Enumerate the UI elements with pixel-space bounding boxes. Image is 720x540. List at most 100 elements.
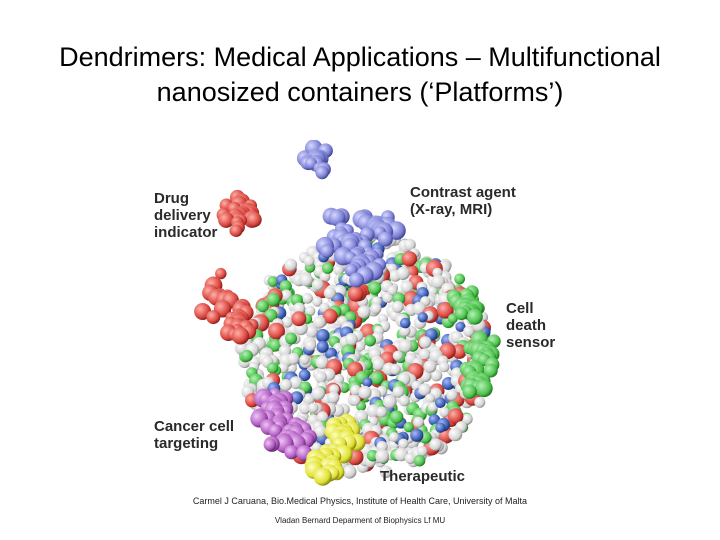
core-atom [398,438,409,449]
branch-atom [230,224,243,237]
core-atom [241,349,253,362]
core-atom [401,251,418,267]
core-atom [304,305,316,317]
label-therapeutic: Therapeutic [380,468,466,485]
core-atom [311,386,326,401]
cancer-targeting-cluster [250,388,317,462]
core-atom [291,311,307,327]
core-atom [463,325,475,337]
core-atom [417,312,428,323]
core-atom [342,464,357,479]
core-atom [370,302,382,315]
core-atom [313,316,326,329]
contrast-agent-cluster [296,140,406,288]
cell-death-sensor-cluster [446,285,501,399]
core-atom [349,395,361,406]
branch-atom [315,165,329,180]
core-atom [298,402,311,415]
branch-atom [231,327,250,345]
core-atom [389,410,404,424]
core-atom [455,321,466,332]
core-atom [430,369,443,382]
core-atom [447,313,458,324]
core-atom [413,454,426,467]
core-atom [284,258,298,272]
core-atom [305,325,318,338]
core-atom [347,285,364,302]
branch-atom [246,212,262,228]
core-atom [279,280,292,293]
label-cell-death-sensor: Cell death sensor [506,300,556,351]
core-atom [372,357,385,371]
branch-atom [349,272,364,288]
core-atom [423,360,437,373]
core-atom [392,386,405,398]
core-atom [370,371,384,385]
core-atom [366,449,379,462]
core-atom [256,300,269,313]
core-atom [290,391,304,405]
core-atom [396,266,410,280]
core-atom [344,333,358,346]
core-atom [314,371,327,384]
core-atom [399,325,411,337]
core-atom [266,362,279,374]
core-atom [362,377,373,388]
core-atom [461,413,473,425]
core-atom [419,336,432,349]
branch-atom [462,384,477,399]
branch-atom [483,363,498,378]
core-atom [302,292,313,304]
core-atom [358,385,372,399]
dendrimer-branches [194,140,501,486]
branch-atom [313,467,332,486]
core-atom [439,342,456,360]
core-atom [298,369,311,382]
core-atom [364,334,376,347]
core-atom [387,285,398,296]
core-atom [398,339,413,353]
core-atom [279,379,292,391]
core-atom [312,296,323,307]
core-atom [403,421,414,433]
core-atom [299,273,313,287]
core-atom [316,340,329,353]
branch-atom [320,244,334,258]
core-atom [403,238,416,251]
core-atom [451,344,467,359]
core-atom [267,276,279,287]
drug-delivery-cluster [194,189,262,345]
therapeutic-cluster [304,413,366,486]
core-atom [439,407,450,418]
core-atom [268,322,285,340]
core-atom [435,397,446,409]
core-atom [293,302,306,315]
branch-atom [377,231,393,247]
core-atom [418,383,432,396]
core-atom [376,406,388,418]
label-contrast-agent: Contrast agent (X-ray, MRI) [410,184,516,218]
branch-atom [263,438,277,452]
core-atom [303,255,315,267]
core-atom [305,339,317,351]
core-atom [413,416,424,428]
core-atom [322,262,334,274]
core-atom [289,376,303,390]
core-atom [316,411,329,423]
core-atom [327,391,340,404]
dendrimer-figure: Drug delivery indicator Contrast agent (… [148,140,568,490]
branch-atom [284,445,299,460]
core-atom [322,308,338,324]
core-atom [389,363,401,375]
core-atom [299,354,310,365]
branch-atom [475,379,493,398]
branch-atom [268,424,283,438]
core-atom [354,341,366,352]
branch-atom [215,267,227,280]
core-atom [314,425,327,438]
core-atom [435,422,446,433]
core-atom [302,393,315,406]
core-atom [333,265,344,276]
branch-atom [328,209,346,227]
